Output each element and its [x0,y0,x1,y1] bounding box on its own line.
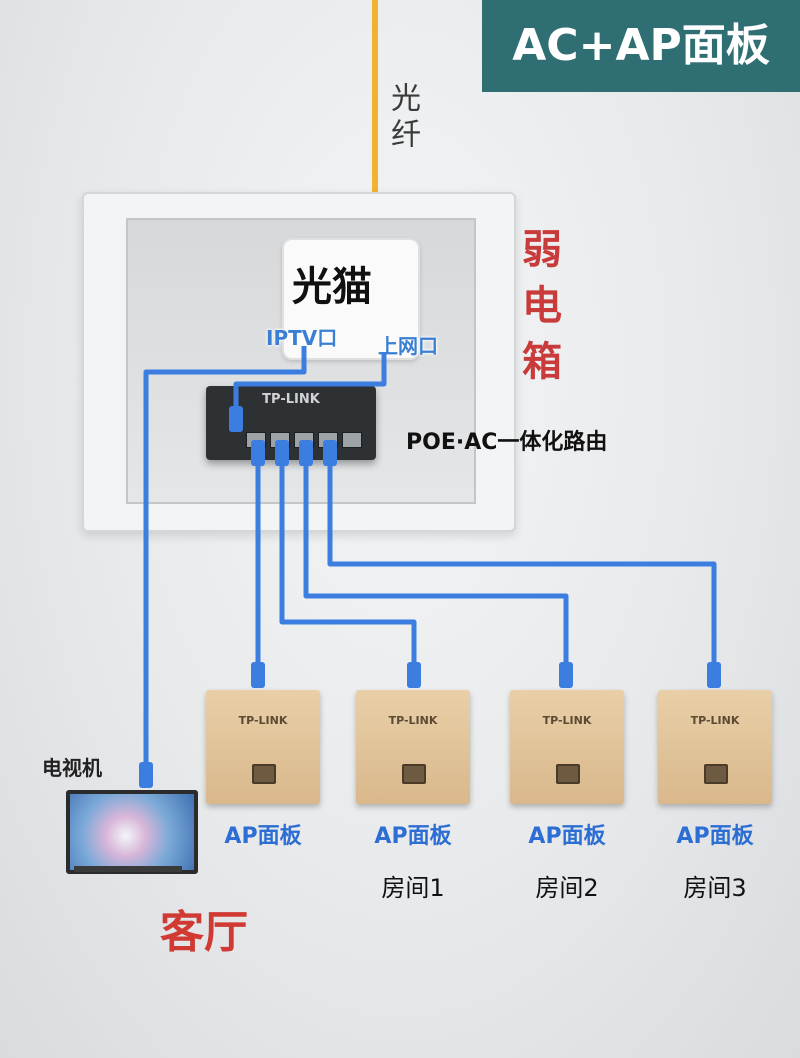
cable-panel-3 [303,450,569,668]
cable-plug [229,406,243,432]
room-label: 房间2 [535,874,599,902]
ethernet-jack-icon [252,764,276,784]
cable-plug [139,762,153,788]
cable-wan [233,352,387,420]
router-label: POE·AC一体化路由 [406,430,608,455]
router-port [342,432,362,448]
cable-panel-4 [327,450,717,668]
room-label: 房间3 [683,874,747,902]
title-banner: AC+AP面板 [482,0,800,92]
tv-icon [66,790,198,874]
ethernet-jack-icon [704,764,728,784]
panel-label: AP面板 [528,824,606,849]
room-label: 房间1 [381,874,445,902]
panel-brand: TP-LINK [690,714,740,727]
cable-plug [251,662,265,688]
cable-plug [407,662,421,688]
cable-plug [323,440,337,466]
cable-plug [707,662,721,688]
living-room-label: 客厅 [160,907,248,958]
panel-brand: TP-LINK [542,714,592,727]
ap-panel-1 [206,690,320,804]
panel-label: AP面板 [224,824,302,849]
cabinet-label: 弱电箱 [522,227,562,385]
cable-iptv-tv [143,346,307,770]
cable-plug [559,662,573,688]
cable-plug [251,440,265,466]
panel-label: AP面板 [676,824,754,849]
ap-panel-3 [510,690,624,804]
fiber-label: 光纤 [385,82,420,154]
cable-plug [299,440,313,466]
ethernet-jack-icon [402,764,426,784]
router-brand: TP-LINK [262,392,320,407]
optical-modem [282,238,420,360]
ap-panel-2 [356,690,470,804]
modem-label: 光猫 [292,264,372,310]
panel-brand: TP-LINK [238,714,288,727]
tv-stand [74,866,182,872]
cable-plug [275,440,289,466]
panel-label: AP面板 [374,824,452,849]
ap-panel-4 [658,690,772,804]
ethernet-jack-icon [556,764,580,784]
panel-brand: TP-LINK [388,714,438,727]
fiber-cable [372,0,378,262]
internet-port-label: 上网口 [378,334,438,358]
cable-panel-2 [279,450,417,668]
tv-label: 电视机 [42,756,102,780]
